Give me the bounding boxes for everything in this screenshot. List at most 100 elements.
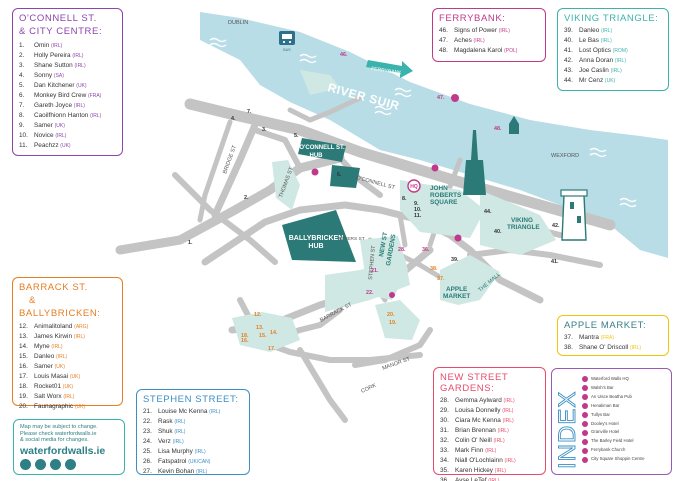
- newstreet-item: 28.Gemma Aylward (IRL): [440, 396, 539, 406]
- stephen-item-country: (IRL): [174, 429, 186, 435]
- artwork-marker-6[interactable]: 6.: [337, 172, 342, 178]
- stephen-item-country: (IRL): [172, 439, 184, 445]
- ferrybank-item-number: 48.: [439, 47, 448, 54]
- barrack-panel: BARRACK ST. & BALLYBRICKEN: 12.Animalito…: [12, 277, 123, 410]
- artwork-marker-39[interactable]: 39.: [451, 257, 459, 263]
- artwork-marker-12[interactable]: 12.: [254, 312, 262, 318]
- hq-marker-label: HQ: [410, 184, 418, 190]
- artwork-marker-41[interactable]: 41.: [551, 259, 559, 265]
- viking-item-artist: Danleo: [579, 27, 602, 34]
- viking-item: 44.Mr Cenz (UK): [564, 76, 662, 86]
- bus-stop-icon[interactable]: BUS: [279, 31, 295, 52]
- newstreet-item-number: 28.: [440, 397, 449, 404]
- viking-item: 42.Anna Doran (IRL): [564, 56, 662, 66]
- index-item-label: Tullys Bar: [591, 411, 610, 417]
- artwork-marker-18[interactable]: 18.: [241, 333, 249, 339]
- barrack-item: 16.Samer (UK): [19, 362, 116, 372]
- youtube-icon[interactable]: [65, 458, 76, 470]
- barrack-item-artist: Danleo: [34, 353, 57, 360]
- oconnell-item: 2.Holly Pereira (IRL): [19, 51, 116, 61]
- barrack-item-artist: Animalitoland: [34, 323, 75, 330]
- index-item: An Uisce Beatha Pub: [582, 393, 645, 402]
- oconnell-item-country: (IRL): [73, 103, 85, 109]
- artwork-marker-21[interactable]: 21.: [371, 268, 379, 274]
- artwork-marker-4[interactable]: 4.: [231, 116, 236, 122]
- index-pin-icon: [582, 420, 588, 427]
- artwork-marker-16[interactable]: 16.: [241, 338, 249, 344]
- ferrybank-arrow[interactable]: FERRYBANK: [366, 60, 413, 78]
- artwork-marker-1[interactable]: 1.: [188, 240, 193, 246]
- oconnell-item-number: 3.: [19, 62, 25, 69]
- artwork-marker-17[interactable]: 17.: [268, 346, 276, 352]
- index-item-label: Waterford Walls HQ: [591, 376, 629, 381]
- stephen-item-artist: Kevin Bohan: [158, 468, 197, 475]
- stephen-item-number: 23.: [143, 428, 152, 435]
- artwork-marker-15[interactable]: 15.: [259, 333, 267, 339]
- artwork-marker-46[interactable]: 46.: [340, 52, 348, 58]
- barrack-item-country: (UK): [62, 384, 74, 390]
- apple-item: 37.Mantra (FRA): [564, 333, 662, 343]
- index-pin-icon: [582, 429, 588, 436]
- artwork-marker-28[interactable]: 28.: [398, 247, 406, 253]
- artwork-marker-5[interactable]: 5.: [294, 133, 299, 139]
- viking-item-country: (IRL): [601, 28, 613, 34]
- artwork-marker-11[interactable]: 11.: [414, 213, 422, 219]
- instagram-icon[interactable]: [35, 458, 46, 470]
- barrack-item-country: (ARG): [74, 324, 89, 330]
- artwork-marker-20[interactable]: 20.: [387, 312, 395, 318]
- hq-marker[interactable]: HQ: [407, 179, 421, 193]
- artwork-marker-47[interactable]: 47.: [437, 95, 445, 101]
- viking-item-number: 44.: [564, 77, 573, 84]
- artwork-marker-48[interactable]: 48.: [494, 126, 502, 132]
- artwork-marker-44[interactable]: 44.: [484, 209, 492, 215]
- index-item-label: Henaliman Bar: [591, 402, 620, 408]
- artwork-marker-22[interactable]: 22.: [366, 290, 374, 296]
- index-word: INDEX: [556, 391, 580, 469]
- artwork-marker-40[interactable]: 40.: [494, 229, 502, 235]
- artwork-marker-10[interactable]: 10.: [414, 207, 422, 213]
- viking-item: 43.Joe Caslin (IRL): [564, 66, 662, 76]
- artwork-marker-13[interactable]: 13.: [256, 325, 264, 331]
- oconnell-item-country: (UK): [60, 143, 71, 149]
- oconnell-hub[interactable]: O'CONNELL ST. HUB: [298, 138, 346, 162]
- artwork-marker-9[interactable]: 9.: [414, 201, 419, 207]
- newstreet-item-artist: Ayse LeTef: [455, 477, 489, 481]
- oconnell-item-country: (IRL): [90, 113, 102, 119]
- oconnell-item: 3.Shane Sutton (IRL): [19, 61, 116, 71]
- artwork-marker-3[interactable]: 3.: [262, 127, 267, 133]
- artwork-marker-8[interactable]: 8.: [402, 196, 407, 202]
- barrack-item-artist: James Kirwin: [34, 333, 74, 340]
- facebook-icon[interactable]: [20, 458, 31, 470]
- artwork-marker-2[interactable]: 2.: [244, 195, 249, 201]
- oconnell-item: 1.Omin (IRL): [19, 41, 116, 51]
- artwork-marker-42[interactable]: 42.: [552, 223, 560, 229]
- oconnell-item: 7.Gareth Joyce (IRL): [19, 101, 116, 111]
- barrack-item-number: 17.: [19, 373, 28, 380]
- artwork-marker-37[interactable]: 37.: [437, 276, 445, 282]
- oconnell-item-artist: Shane Sutton: [34, 62, 75, 69]
- newstreet-list: 28.Gemma Aylward (IRL)29.Louisa Donnelly…: [440, 396, 539, 481]
- artwork-marker-19[interactable]: 19.: [389, 320, 397, 326]
- stephen-list: 21.Louise Mc Kenna (IRL)22.Rask (IRL)23.…: [143, 407, 243, 477]
- oconnell-item: 5.Dan Kitchener (UK): [19, 81, 116, 91]
- ferrybank-item-country: (POL): [504, 48, 518, 54]
- oconnell-item-number: 2.: [19, 52, 25, 59]
- apple-panel: APPLE MARKET: 37.Mantra (FRA)38.Shane O'…: [557, 315, 669, 356]
- website-link[interactable]: waterfordwalls.ie: [20, 444, 106, 457]
- cathedral-spire: [463, 130, 486, 195]
- newstreet-item-country: (IRL): [485, 448, 497, 454]
- notice-line-2: Please check waterfordwalls.ie: [20, 430, 97, 437]
- twitter-icon[interactable]: [50, 458, 61, 470]
- barrack-item-country: (IRL): [63, 394, 75, 400]
- artwork-marker-7[interactable]: 7.: [247, 109, 252, 115]
- viking-item-country: (IRL): [610, 68, 622, 74]
- stephen-item-number: 24.: [143, 438, 152, 445]
- artwork-marker-36[interactable]: 36.: [422, 247, 430, 253]
- artwork-marker-14[interactable]: 14.: [270, 330, 278, 336]
- apple-item-country: (FRA): [600, 335, 615, 341]
- artwork-marker-38[interactable]: 38.: [430, 266, 438, 272]
- ballybricken-hub[interactable]: BALLYBRICKEN HUB: [282, 210, 356, 262]
- ferrybank-item: 48.Magdalena Karol (POL): [439, 46, 539, 56]
- oconnell-item-artist: Omin: [34, 42, 52, 49]
